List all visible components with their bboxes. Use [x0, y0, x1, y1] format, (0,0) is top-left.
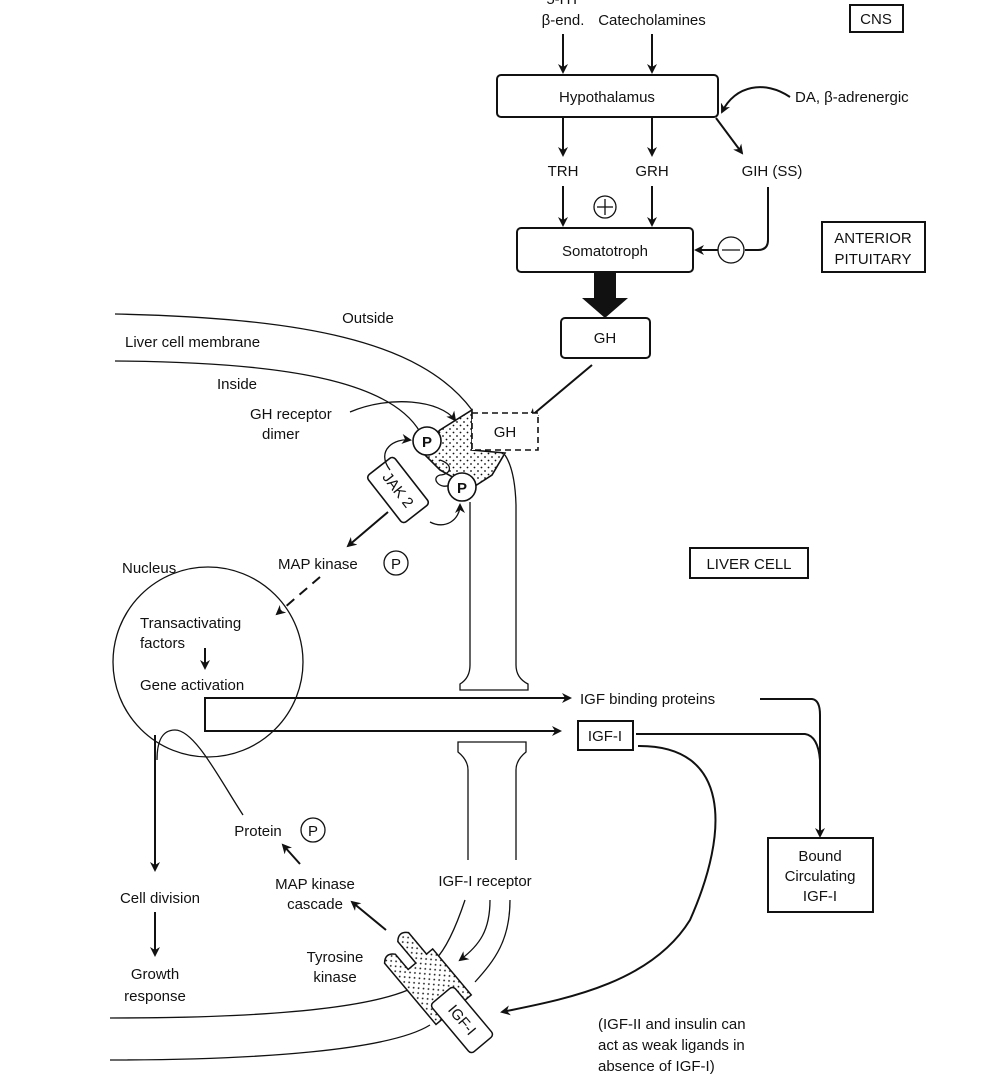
igf-receptor-pointer — [434, 899, 466, 961]
anterior-label: ANTERIOR — [834, 230, 912, 247]
outside-label: Outside — [342, 310, 394, 327]
anterior-pituitary-label-box: ANTERIOR PITUITARY — [821, 221, 926, 273]
gh-secretion-arrow — [582, 272, 628, 318]
hypothalamus-box: Hypothalamus — [496, 74, 719, 118]
igf-receptor-pointer — [458, 899, 491, 962]
phospho-label: P — [457, 480, 467, 497]
phospho-icon: P — [383, 550, 409, 576]
arrow-gih — [715, 117, 744, 155]
transactivating-label: Transactivating — [140, 615, 241, 632]
factors-label: factors — [140, 635, 185, 652]
arrow-igf1 — [204, 697, 562, 736]
note-line3: absence of IGF-I) — [598, 1058, 715, 1075]
circulating-label: Circulating — [785, 868, 856, 885]
autophos-arrow — [384, 433, 412, 471]
input-catecholamines: Catecholamines — [598, 12, 706, 29]
arrow-jak-mapk — [346, 511, 389, 548]
gh-label: GH — [594, 330, 617, 347]
cascade-label-line2: cascade — [287, 896, 343, 913]
grh-label: GRH — [635, 163, 668, 180]
arrow-cascade-protein — [281, 843, 301, 865]
pituitary-label: PITUITARY — [835, 251, 912, 268]
lower-inner-membrane — [109, 1024, 431, 1061]
receptor-tail — [435, 459, 451, 487]
modulators-label: DA, β-adrenergic — [795, 89, 909, 106]
autophos-arrow — [429, 503, 465, 526]
protein-to-nucleus-line — [156, 729, 244, 816]
jak2-box: JAK 2 — [366, 456, 430, 524]
somatotroph-label: Somatotroph — [562, 243, 648, 260]
note-line2: act as weak ligands in — [598, 1037, 745, 1054]
gih-inhibition-line — [745, 187, 769, 251]
trh-label: TRH — [548, 163, 579, 180]
bound-gh-box: GH — [471, 412, 539, 451]
minus-icon — [717, 236, 745, 264]
igf1-box: IGF-I — [577, 720, 634, 751]
receptor-label-line2: dimer — [262, 426, 300, 443]
phospho-icon: P — [447, 472, 477, 502]
phospho-icon: P — [300, 817, 326, 843]
cell-division-label: Cell division — [120, 890, 200, 907]
somatotroph-box: Somatotroph — [516, 227, 694, 273]
plus-icon — [593, 195, 617, 219]
input-beta-endorphin: β-end. — [542, 12, 585, 29]
gh-box: GH — [560, 317, 651, 359]
cascade-label-line1: MAP kinase — [275, 876, 355, 893]
note-line1: (IGF-II and insulin can — [598, 1016, 746, 1033]
input-5ht: 5-HT — [546, 0, 579, 8]
bound-gh-label: GH — [494, 424, 517, 441]
protein-label: Protein — [234, 823, 282, 840]
liver-cell-label-box — [689, 547, 809, 579]
liver-cell-label: LIVER CELL — [706, 556, 791, 573]
bound-label: Bound — [798, 848, 841, 865]
receptor-label-arrow — [349, 401, 457, 422]
arrow-modulators — [720, 86, 791, 114]
growth-label: Growth — [131, 966, 179, 983]
bound-igf1-box: Bound Circulating IGF-I — [767, 837, 874, 913]
gh-receptor-stalk — [459, 454, 529, 691]
binding-to-bound-line — [760, 698, 825, 838]
gene-activation-label: Gene activation — [140, 677, 244, 694]
outer-membrane-line — [114, 313, 473, 411]
igf-receptor-pointer — [474, 899, 511, 983]
cns-label: CNS — [860, 11, 892, 28]
hypothalamus-label: Hypothalamus — [559, 89, 655, 106]
phospho-label: P — [422, 434, 432, 451]
igf-receptor-stalk — [457, 741, 527, 860]
igf1-to-bound-line — [636, 733, 821, 761]
igf1-label: IGF-I — [588, 728, 622, 745]
phospho-label: P — [391, 556, 401, 573]
igf-binding-label: IGF binding proteins — [580, 691, 715, 708]
receptor-label-line1: GH receptor — [250, 406, 332, 423]
arrow-tk-cascade — [350, 900, 387, 931]
kinase-label: kinase — [313, 969, 356, 986]
nucleus-label: Nucleus — [122, 560, 176, 577]
inside-label: Inside — [217, 376, 257, 393]
map-kinase-label: MAP kinase — [278, 556, 358, 573]
phospho-icon: P — [412, 426, 442, 456]
gih-label: GIH (SS) — [742, 163, 803, 180]
phospho-label: P — [308, 823, 318, 840]
membrane-label: Liver cell membrane — [125, 334, 260, 351]
response-label: response — [124, 988, 186, 1005]
arrow-igf1-receptor — [500, 744, 717, 1016]
arrow-mapk-nucleus — [275, 576, 321, 616]
inner-membrane-line — [114, 360, 421, 433]
igf1-bound-label: IGF-I — [803, 888, 837, 905]
cns-label-box: CNS — [849, 4, 904, 33]
tyrosine-label: Tyrosine — [307, 949, 364, 966]
lower-outer-membrane — [109, 989, 409, 1019]
arrow-gh-receptor — [528, 364, 593, 419]
nucleus — [112, 566, 304, 758]
igf-receptor-label: IGF-I receptor — [438, 873, 531, 890]
